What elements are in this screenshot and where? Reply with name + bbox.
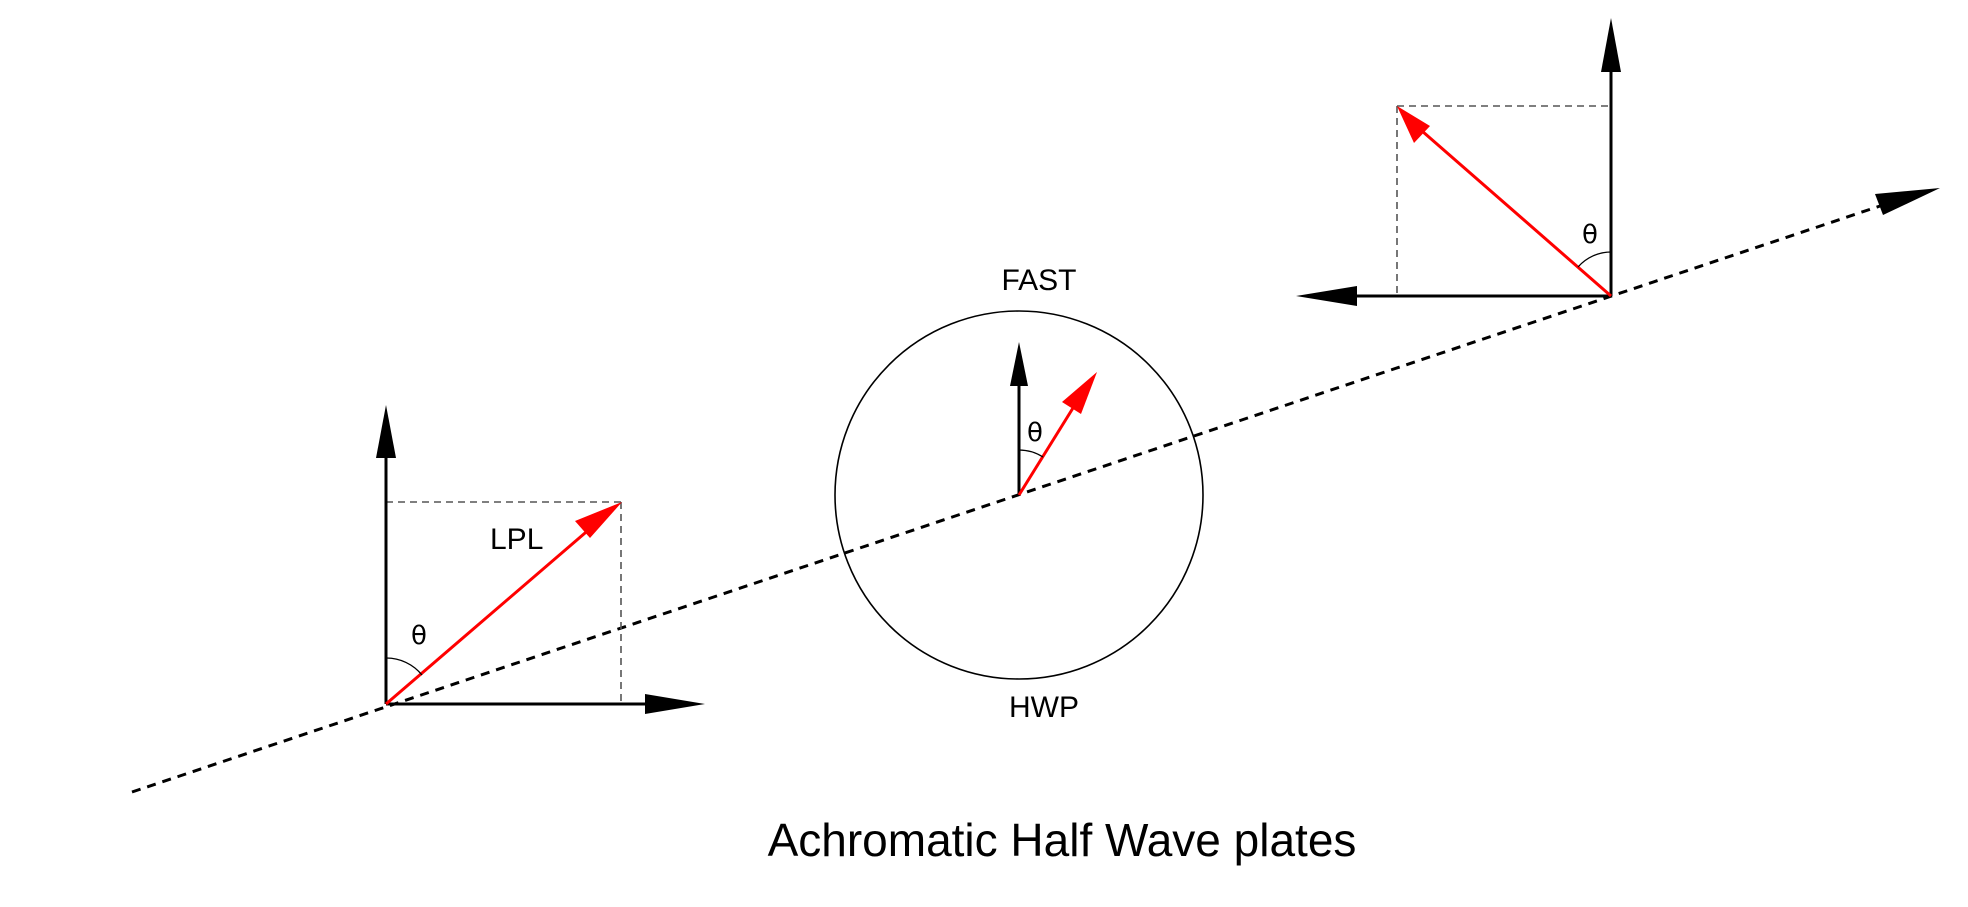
output-angle-arc (1577, 251, 1612, 268)
input-vertical-arrowhead (376, 405, 396, 458)
propagation-axis-arrowhead (1875, 188, 1940, 215)
propagation-axis (131, 188, 1940, 794)
figure-caption: Achromatic Half Wave plates (768, 814, 1357, 866)
input-polarization-group: θ LPL (376, 405, 705, 714)
plate-polarization-arrowhead (1062, 372, 1097, 414)
fast-axis-arrowhead (1010, 342, 1028, 386)
output-polarization-arrowhead (1397, 106, 1430, 143)
plate-angle-label: θ (1027, 418, 1043, 448)
lpl-label: LPL (490, 523, 543, 556)
output-angle-label: θ (1582, 220, 1598, 250)
input-polarization-vector (385, 525, 593, 706)
plate-polarization-vector (1017, 407, 1075, 496)
output-polarization-group: θ (1296, 18, 1621, 306)
fast-axis-label: FAST (1001, 264, 1076, 297)
output-vertical-arrowhead (1601, 18, 1621, 72)
input-angle-arc (385, 657, 423, 676)
propagation-axis-line (131, 204, 1881, 794)
input-angle-label: θ (411, 621, 427, 651)
output-horizontal-arrowhead (1296, 286, 1357, 306)
plate-angle-arc (1018, 449, 1044, 458)
input-polarization-arrowhead (575, 502, 622, 538)
hwp-label: HWP (1009, 691, 1079, 724)
input-horizontal-arrowhead (645, 694, 705, 714)
output-polarization-vector (1421, 129, 1612, 298)
half-wave-plate-group: FAST HWP θ (834, 264, 1204, 724)
half-wave-plate-circle (834, 310, 1204, 680)
